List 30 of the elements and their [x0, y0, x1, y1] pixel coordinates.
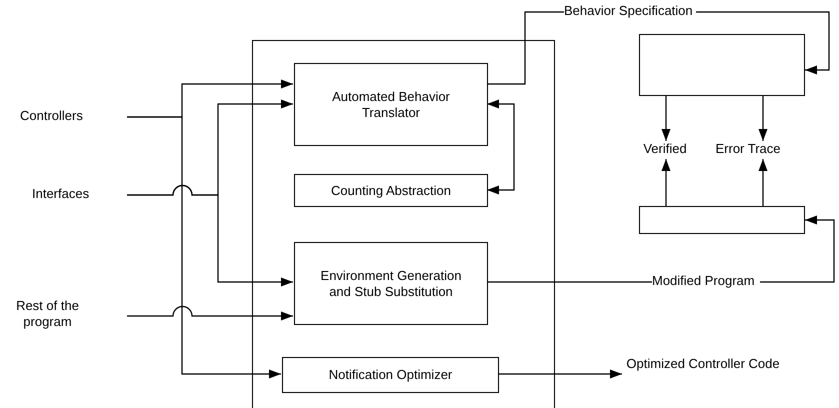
system-boundary-box: [252, 40, 555, 408]
flow-label: Optimized Controller Code: [622, 356, 784, 390]
connector-arrow: [758, 96, 768, 141]
process-box: [294, 174, 488, 207]
box-label: Counting Abstraction: [331, 182, 451, 198]
process-box: [282, 357, 499, 393]
flow-label: Error Trace: [706, 141, 790, 159]
connector-arrow: [696, 11, 830, 74]
connector-arrow: [127, 306, 293, 320]
tool-box: [639, 206, 805, 234]
box-label: Notification Optimizer: [328, 367, 452, 383]
flow-label: Verified: [636, 141, 694, 159]
process-box: [294, 63, 488, 146]
flow-label: Behavior Specification: [564, 3, 696, 21]
flow-label: Controllers: [20, 108, 127, 126]
flow-label: Interfaces: [20, 186, 127, 204]
flow-label: Modified Program: [652, 273, 760, 291]
connector-arrow: [487, 100, 515, 194]
connector-arrow: [127, 184, 293, 286]
connector-arrow: [662, 159, 670, 206]
box-label: Environment Generation and Stub Substitution: [320, 268, 462, 300]
connector-arrow: [760, 216, 835, 283]
connector-arrow: [127, 116, 281, 378]
connector-arrow: [758, 159, 768, 206]
connector-arrow: [498, 370, 622, 378]
box-label: Automated Behavior Translator: [331, 88, 451, 120]
flow-label: Rest of the program: [8, 298, 127, 332]
connector-arrow: [662, 96, 670, 141]
process-box: [294, 242, 488, 325]
tool-box: [639, 34, 805, 96]
